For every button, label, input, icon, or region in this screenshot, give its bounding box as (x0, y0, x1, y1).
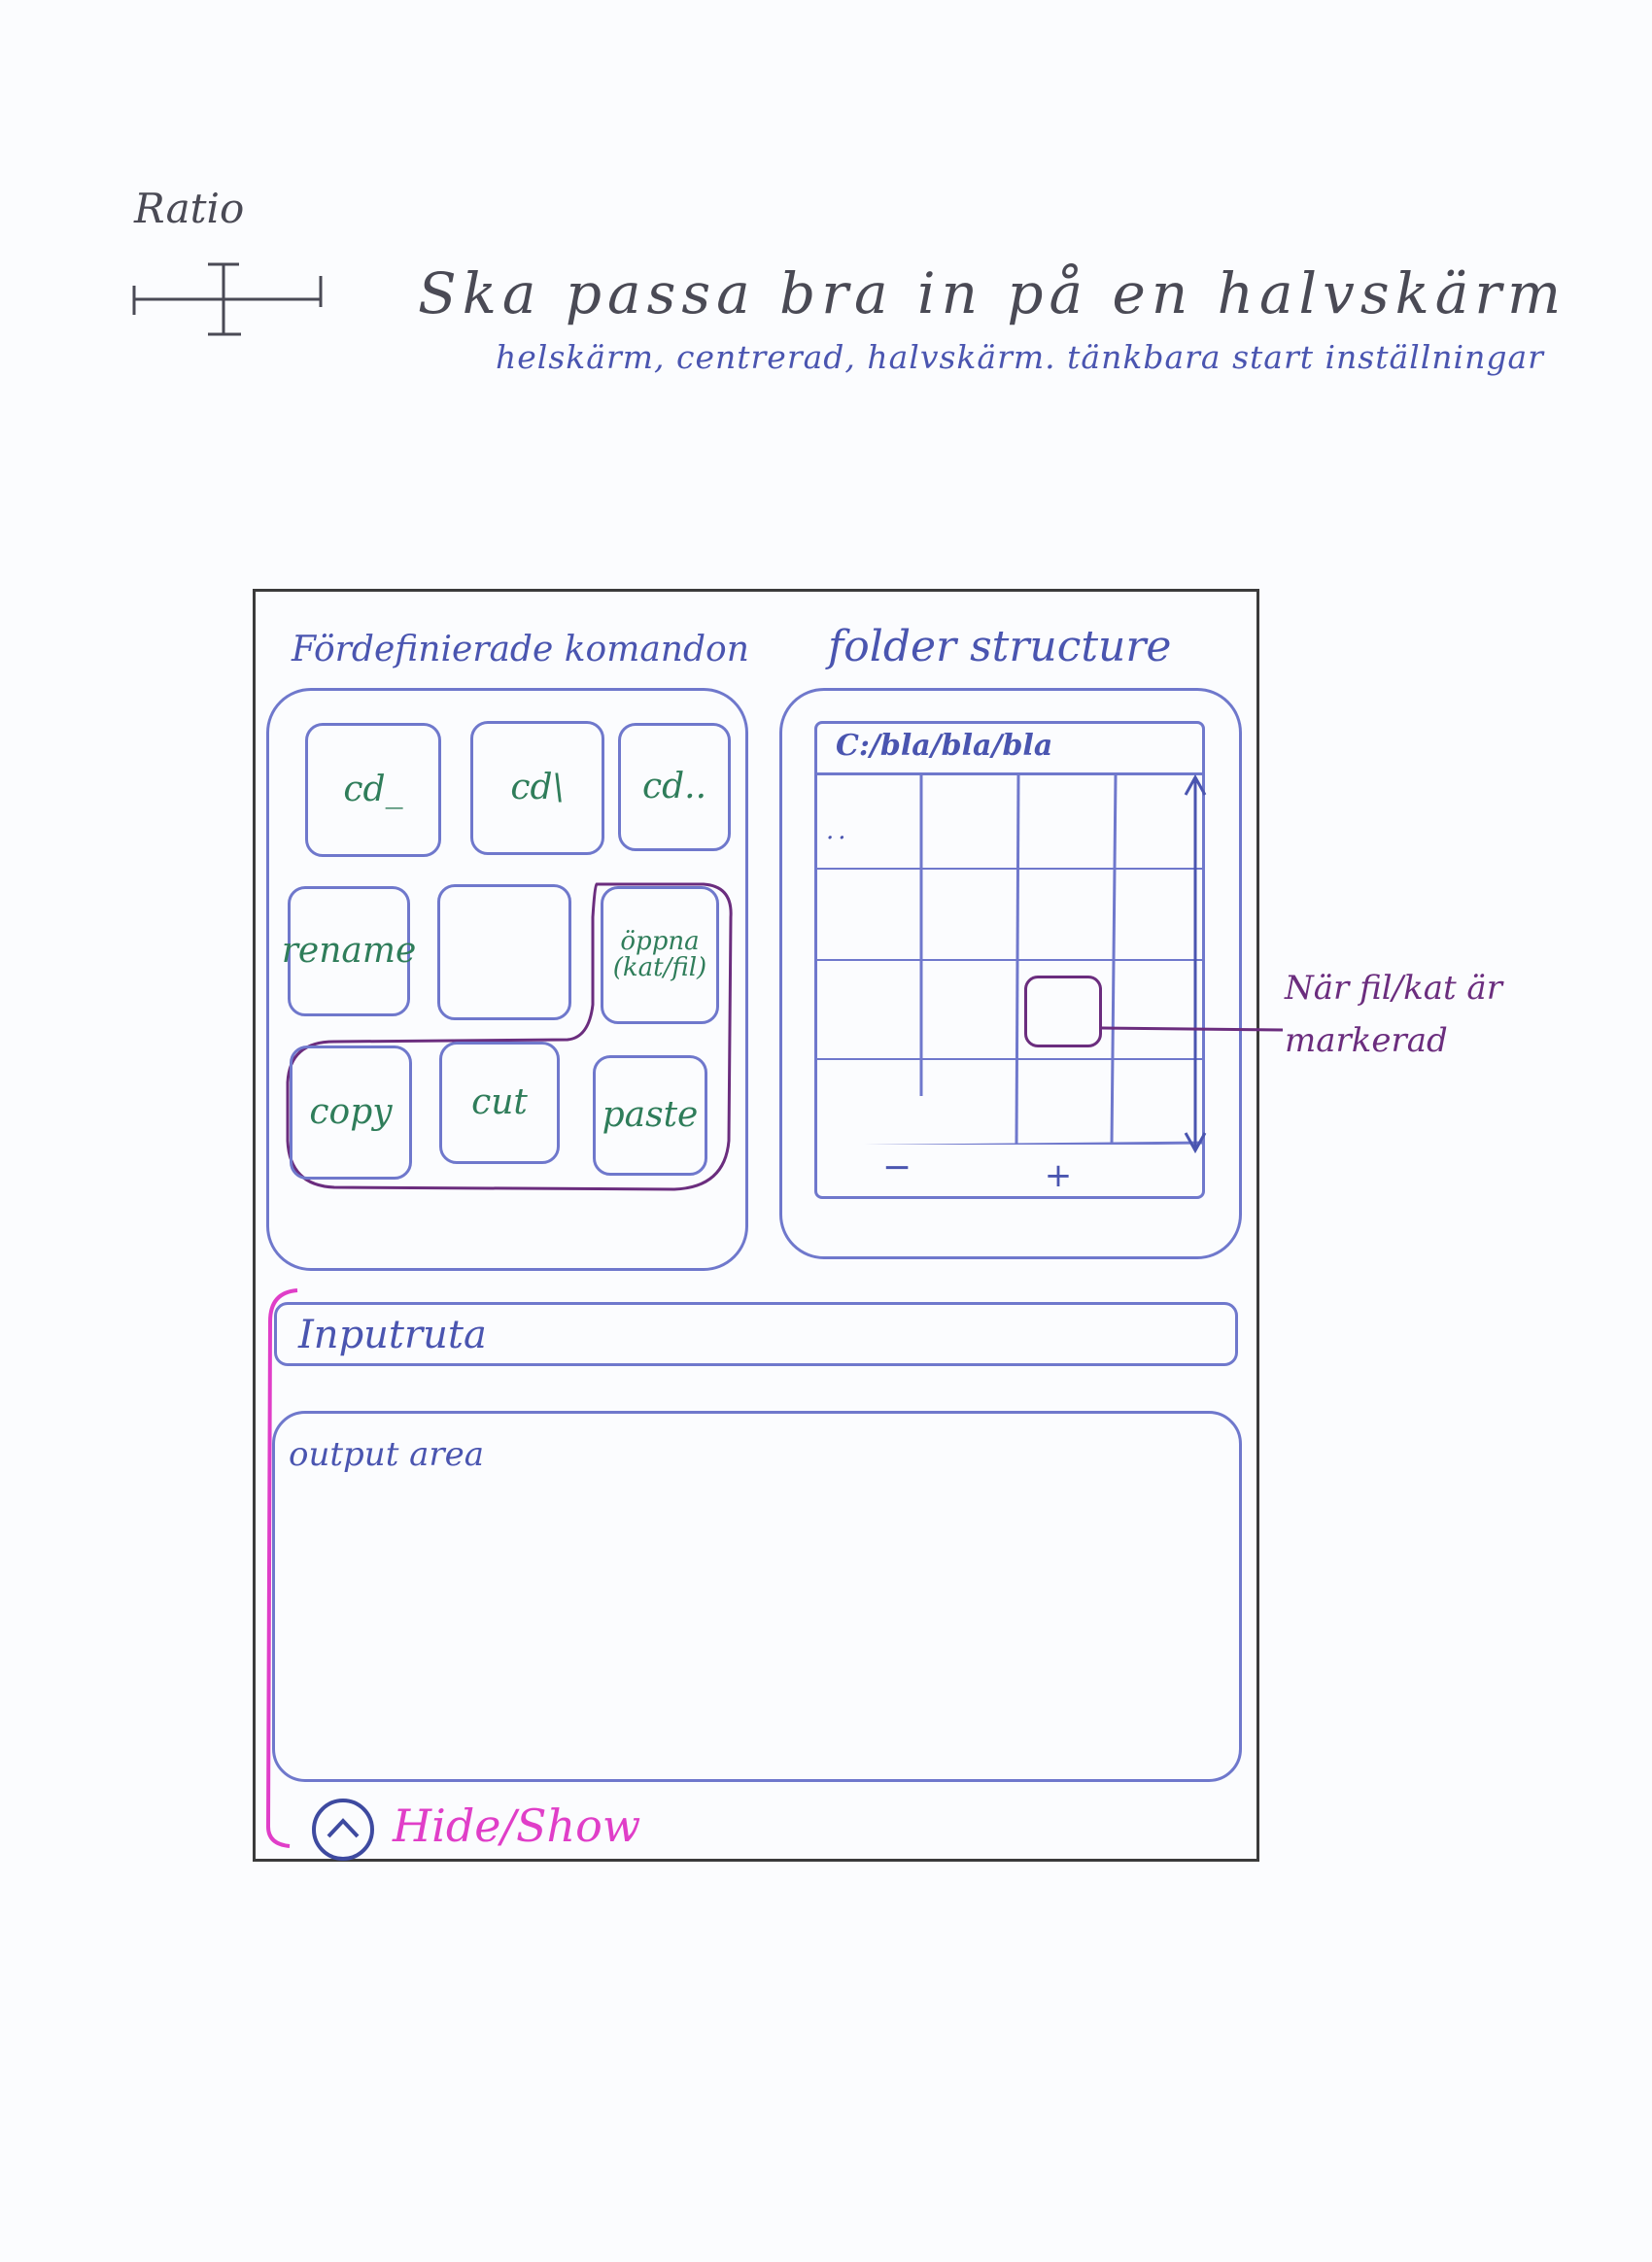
note-sub: helskärm, centrerad, halvskärm. tänkbara… (496, 338, 1544, 376)
folder-panel-title: folder structure (828, 622, 1172, 671)
app-window-frame (253, 589, 1259, 1862)
hide-show-toggle[interactable] (309, 1796, 377, 1864)
folder-panel (779, 688, 1242, 1259)
parent-folder-entry[interactable]: .. (826, 816, 850, 845)
hide-show-label[interactable]: Hide/Show (393, 1799, 641, 1852)
note-main: Ska passa bra in på en halvskärm (418, 260, 1567, 326)
commands-panel-title: Fördefinierade komandon (292, 630, 749, 669)
path-bar: C:/bla/bla/bla (814, 721, 1205, 775)
selection-callout: När fil/kat är markerad (1285, 962, 1502, 1067)
output-area-label: output area (289, 1435, 485, 1474)
rename-button[interactable]: rename (282, 886, 416, 1016)
callout-connector (1102, 1026, 1284, 1032)
copy-button[interactable]: copy (290, 1045, 412, 1180)
chevron-up-icon (312, 1799, 374, 1861)
ratio-label: Ratio (134, 185, 245, 232)
cd-backslash-button[interactable]: cd\ (470, 721, 604, 855)
empty-command-button[interactable] (437, 884, 571, 1020)
path-text: C:/bla/bla/bla (836, 729, 1053, 763)
callout-line-2: markerad (1285, 1021, 1448, 1060)
zoom-in-button[interactable]: + (1044, 1156, 1073, 1195)
callout-line-1: När fil/kat är (1285, 969, 1502, 1008)
commands-panel (266, 688, 748, 1271)
open-button[interactable]: öppna (kat/fil) (601, 886, 719, 1024)
output-area: output area (272, 1411, 1242, 1782)
cd-parent-button[interactable]: cd.. (618, 723, 731, 851)
cut-button[interactable]: cut (439, 1042, 560, 1164)
zoom-out-button[interactable]: − (881, 1148, 912, 1187)
file-actions-group-outline (286, 882, 733, 1191)
selected-item-cell[interactable] (1024, 976, 1102, 1047)
cd-root-button[interactable]: cd_ (305, 723, 441, 857)
collapsible-section-bracket (265, 1288, 298, 1848)
paste-button[interactable]: paste (593, 1055, 707, 1176)
command-input[interactable]: Inputruta (274, 1302, 1238, 1366)
ratio-resize-icon (132, 262, 323, 336)
scrollbar[interactable] (1182, 770, 1211, 1158)
folder-grid-lines (814, 775, 1205, 1145)
